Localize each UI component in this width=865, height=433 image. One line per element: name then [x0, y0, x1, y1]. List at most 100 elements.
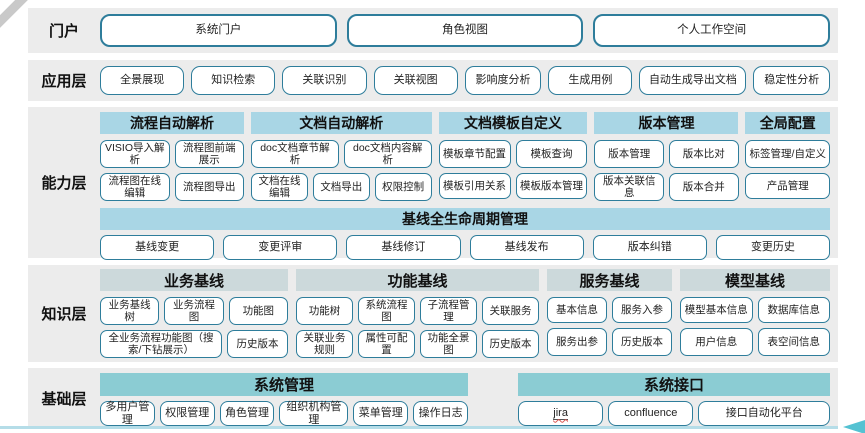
capability-box: 流程图在线编辑: [100, 173, 170, 202]
foundation-box-label: 操作日志: [418, 407, 463, 420]
knowledge-box-label: 模型基本信息: [684, 303, 748, 316]
capability-box-row: 模板引用关系 模板版本管理: [438, 173, 588, 199]
knowledge-box: 表空间信息: [757, 328, 830, 356]
layer-label-application: 应用层: [41, 73, 87, 90]
baseline-box: 版本纠错: [592, 235, 707, 261]
knowledge-box: 属性可配置: [358, 330, 415, 359]
foundation-box-label: jira: [553, 406, 568, 420]
knowledge-box-label: 全业务流程功能图（搜索/下钻展示）: [108, 332, 214, 357]
knowledge-group-rows: 基本信息 服务入参: [547, 297, 672, 356]
capability-group-rows: 标签管理/自定义 产品管理: [745, 140, 830, 199]
knowledge-box: 全业务流程功能图（搜索/下钻展示）: [100, 330, 222, 359]
capability-group-header: 版本管理: [594, 112, 739, 134]
knowledge-box-label: 基本信息: [556, 303, 598, 316]
knowledge-box: 用户信息: [680, 328, 753, 356]
capability-box-row: VISIO导入解析 流程图前端展示: [100, 140, 245, 169]
application-box-label: 知识检索: [211, 74, 256, 87]
foundation-box-label: 接口自动化平台: [725, 407, 803, 420]
capability-box-label: 权限控制: [382, 181, 425, 194]
capability-box: 流程图导出: [174, 173, 245, 202]
capability-group-rows: 模板章节配置 模板查询: [438, 140, 588, 199]
knowledge-group-header: 业务基线: [100, 269, 288, 291]
foundation-content: 系统管理 多用户管理 权限管理: [100, 368, 838, 428]
baseline-box: 基线变更: [100, 235, 215, 261]
knowledge-box: 关联服务: [482, 297, 539, 326]
knowledge-box-row: 模型基本信息 数据库信息: [680, 297, 830, 323]
capability-box-label: 版本关联信息: [602, 175, 656, 200]
knowledge-box: 历史版本: [226, 330, 288, 359]
portal-box-label: 系统门户: [195, 23, 242, 36]
knowledge-box-label: 历史版本: [621, 335, 663, 348]
foundation-group-header: 系统管理: [100, 373, 468, 396]
capability-box-row: 产品管理: [745, 173, 830, 199]
application-box-label: 影响度分析: [475, 74, 531, 87]
knowledge-layer-band: 知识层 业务基线 业务基: [28, 265, 838, 362]
capability-box-label: doc文档内容解析: [353, 142, 423, 167]
capability-box: 版本管理: [594, 140, 664, 168]
baseline-box-label: 基线修订: [381, 241, 426, 254]
knowledge-box-label: 子流程管理: [427, 299, 470, 324]
knowledge-box: 关联业务规则: [296, 330, 353, 359]
capability-box-row: doc文档章节解析 doc文档内容解析: [251, 140, 432, 169]
capability-group-header: 文档自动解析: [251, 112, 432, 134]
foundation-box: 权限管理: [159, 401, 215, 426]
knowledge-box: 模型基本信息: [680, 297, 753, 323]
application-box: 稳定性分析: [753, 66, 831, 95]
portal-box: 系统门户: [100, 14, 337, 47]
knowledge-group: 服务基线 基本信息: [547, 269, 672, 358]
knowledge-content: 业务基线 业务基线树: [100, 265, 838, 362]
capability-box: 产品管理: [745, 173, 830, 199]
knowledge-box: 功能树: [296, 297, 353, 326]
knowledge-box-row: 业务基线树 业务流程图 功能图: [100, 297, 288, 326]
capability-box: doc文档内容解析: [343, 140, 432, 169]
knowledge-group: 业务基线 业务基线树: [100, 269, 288, 359]
knowledge-box-label: 服务出参: [556, 335, 598, 348]
capability-box: 文档导出: [312, 173, 370, 202]
capability-box: 流程图前端展示: [174, 140, 245, 169]
foundation-box-label: confluence: [624, 407, 678, 420]
knowledge-box-label: 业务流程图: [172, 299, 215, 324]
knowledge-group: 功能基线 功能树: [296, 269, 539, 359]
capability-box: 权限控制: [374, 173, 432, 202]
capability-box-row: 文档在线编辑 文档导出 权限控制: [251, 173, 432, 202]
capability-box: 版本合并: [668, 173, 739, 202]
knowledge-box-label: 服务入参: [621, 303, 663, 316]
application-box: 关联识别: [282, 66, 367, 95]
layer-label-foundation: 基础层: [41, 390, 87, 408]
capability-box-label: 模板章节配置: [443, 147, 507, 160]
foundation-box-row: jira confluence 接口自动化平台: [518, 401, 830, 426]
foundation-group: 系统接口 jira confluence: [518, 373, 830, 426]
capability-group: 流程自动解析 VISIO导入解析: [100, 112, 245, 202]
knowledge-group: 模型基线 模型基本信息: [680, 269, 830, 358]
knowledge-box-label: 功能图: [242, 305, 275, 318]
knowledge-box: 服务入参: [612, 297, 672, 323]
capability-group: 文档模板自定义 模板章节配置: [438, 112, 588, 201]
baseline-box: 变更历史: [715, 235, 831, 261]
knowledge-box: 系统流程图: [358, 297, 415, 326]
knowledge-box: 历史版本: [612, 328, 672, 356]
baseline-box-label: 基线变更: [135, 241, 180, 254]
application-layer-band: 应用层 全景展现 知识检索 关联识别 关: [28, 60, 838, 101]
application-box: 生成用例: [548, 66, 633, 95]
capability-box-label: 文档导出: [320, 181, 363, 194]
capability-box: 模板版本管理: [515, 173, 588, 199]
foundation-group: 系统管理 多用户管理 权限管理: [100, 373, 469, 426]
application-items-row: 全景展现 知识检索 关联识别 关联视图 影响度分析: [100, 66, 831, 95]
knowledge-box: 子流程管理: [420, 297, 477, 326]
knowledge-group-header: 模型基线: [680, 269, 830, 291]
knowledge-box-label: 关联业务规则: [303, 332, 346, 357]
application-box: 影响度分析: [464, 66, 542, 95]
foundation-box-label: 多用户管理: [105, 400, 150, 426]
foundation-box: 角色管理: [219, 401, 275, 426]
knowledge-box-label: 功能全景图: [427, 332, 470, 357]
capability-group-rows: 版本管理 版本比对: [594, 140, 739, 202]
layer-label-portal: 门户: [48, 23, 79, 40]
capability-box-label: 标签管理/自定义: [749, 147, 826, 160]
portal-box-label: 角色视图: [442, 23, 488, 36]
application-box: 知识检索: [191, 66, 276, 95]
knowledge-box-label: 历史版本: [236, 338, 279, 351]
knowledge-box-label: 用户信息: [695, 335, 738, 348]
capability-box-label: 版本管理: [608, 147, 651, 160]
knowledge-box: 基本信息: [547, 297, 607, 323]
